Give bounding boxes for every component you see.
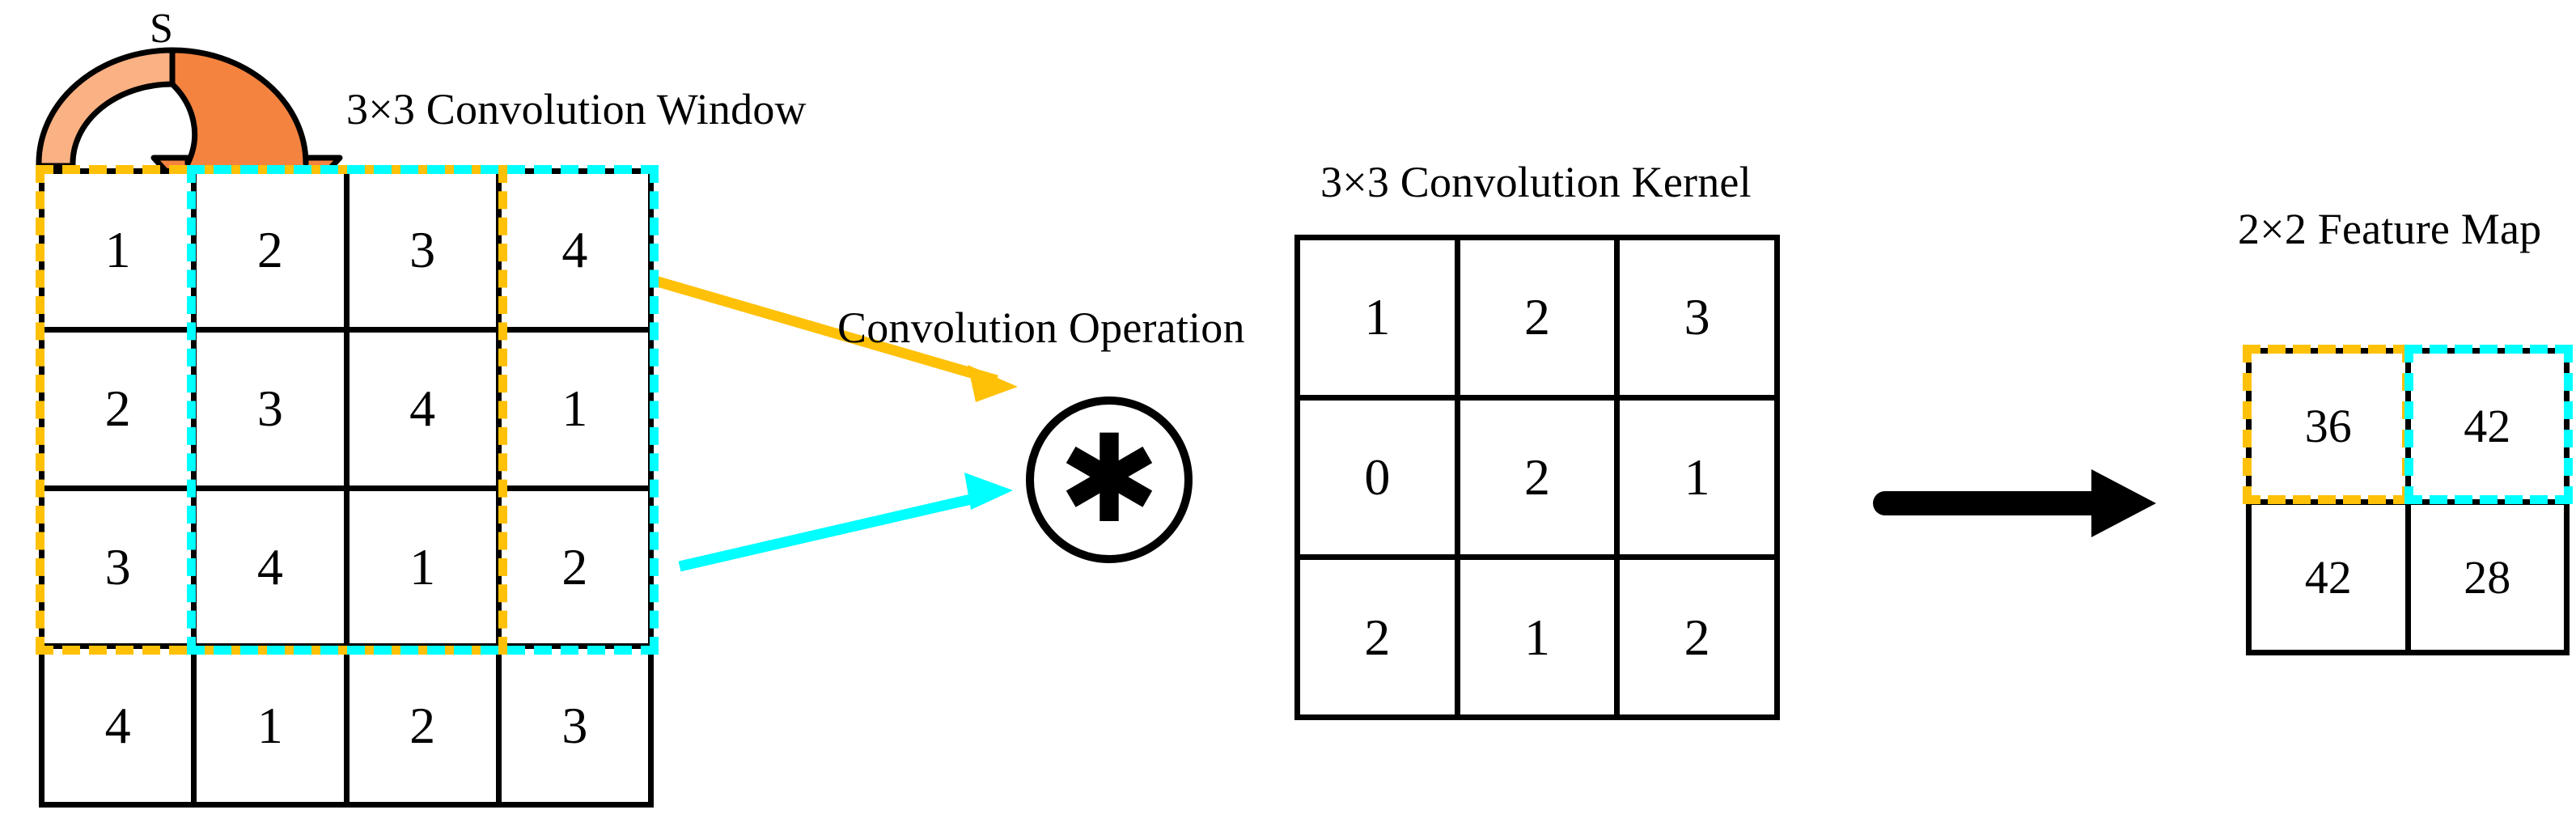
feature-cell: 42 <box>2252 504 2405 650</box>
input-cell: 4 <box>197 490 344 644</box>
input-cell: 1 <box>44 174 192 327</box>
kernel-cell: 1 <box>1300 240 1455 395</box>
input-cell: 1 <box>349 490 496 644</box>
convolution-operation-label: Convolution Operation <box>837 303 1245 352</box>
feature-map-title: 2×2 Feature Map <box>2238 205 2542 253</box>
stride-label: S <box>150 6 173 52</box>
kernel-cell: 2 <box>1300 560 1455 714</box>
convolution-kernel-title: 3×3 Convolution Kernel <box>1320 158 1752 206</box>
input-cell: 4 <box>44 649 192 802</box>
convolution-window-title: 3×3 Convolution Window <box>346 85 807 134</box>
feature-cell: 36 <box>2252 354 2405 499</box>
input-cell: 4 <box>501 174 648 327</box>
cyan-connector-arrow <box>678 473 1013 572</box>
input-cell: 4 <box>349 332 496 485</box>
result-arrow <box>1873 469 2156 537</box>
kernel-cell: 1 <box>1460 560 1615 714</box>
kernel-cell: 2 <box>1460 240 1615 395</box>
kernel-cell: 0 <box>1300 400 1455 555</box>
kernel-cell: 3 <box>1620 240 1774 395</box>
feature-map-matrix: 36 42 42 28 <box>2246 348 2570 655</box>
kernel-cell: 2 <box>1460 400 1615 555</box>
input-cell: 3 <box>501 649 648 802</box>
input-cell: 2 <box>44 332 192 485</box>
input-cell: 2 <box>197 174 344 327</box>
input-cell: 3 <box>349 174 496 327</box>
kernel-cell: 2 <box>1620 560 1774 714</box>
input-cell: 1 <box>197 649 344 802</box>
convolution-operator: ✱ <box>1026 396 1193 563</box>
input-cell: 1 <box>501 332 648 485</box>
feature-cell: 28 <box>2410 504 2564 650</box>
kernel-cell: 1 <box>1620 400 1774 555</box>
input-cell: 2 <box>349 649 496 802</box>
feature-cell: 42 <box>2410 354 2564 499</box>
kernel-matrix: 1 2 3 0 2 1 2 1 2 <box>1294 235 1780 720</box>
stride-arrow-left-half <box>36 47 176 169</box>
input-cell: 3 <box>197 332 344 485</box>
asterisk-icon: ✱ <box>1058 409 1160 550</box>
input-cell: 3 <box>44 490 192 644</box>
input-cell: 2 <box>501 490 648 644</box>
input-matrix: 1 2 3 4 2 3 4 1 3 4 1 2 4 1 2 3 <box>39 168 654 808</box>
